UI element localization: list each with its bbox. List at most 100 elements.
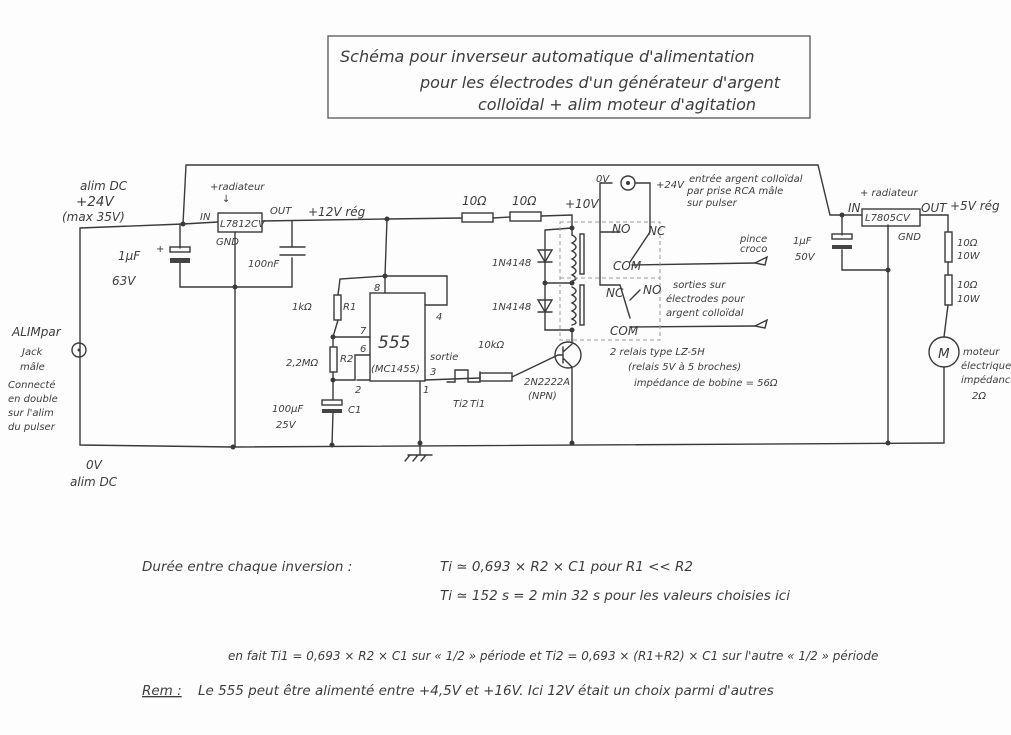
relay-type-label: 2 relais type LZ-5H	[610, 347, 705, 358]
ic-555-icon	[369, 292, 426, 382]
r-b-value: 10Ω	[512, 194, 537, 208]
r2-name: R2	[340, 354, 353, 365]
ic-ref: (MC1455)	[371, 364, 420, 375]
radiator-label-2: + radiateur	[860, 188, 918, 199]
rca-connector-icon	[620, 175, 636, 191]
resistor-10ohm-b-icon	[509, 211, 542, 222]
cap1-plus: +	[156, 244, 164, 255]
capacitor-1uF-63V-icon	[169, 246, 191, 263]
supply-label-3: (max 35V)	[62, 210, 125, 224]
rb-value: 10kΩ	[478, 340, 505, 351]
motor-icon	[928, 336, 960, 368]
ov-label-2: alim DC	[70, 475, 118, 489]
junction-dots	[180, 212, 891, 450]
cap2-value: 100nF	[248, 259, 279, 270]
jack-label-2: mâle	[20, 361, 45, 373]
c1-name: C1	[348, 405, 361, 416]
diode-1-icon	[536, 249, 554, 264]
ov-relay-label: 0V	[596, 174, 610, 185]
r1-name: R1	[343, 302, 356, 313]
jack-connector-icon	[71, 342, 87, 358]
jack-label-1: Jack	[20, 347, 44, 358]
regulator-l7812cv-icon	[217, 212, 263, 233]
relay2-nc: NC	[606, 286, 624, 300]
v5-label: +5V rég	[950, 199, 1000, 213]
regulator-2-in: IN	[848, 201, 861, 215]
resistor-10k-icon	[479, 372, 513, 382]
title-box	[327, 35, 811, 119]
motor-label-2: électrique	[961, 360, 1011, 372]
regulator-l7805cv-icon	[861, 208, 921, 227]
outputs-label-2: électrodes pour	[666, 293, 745, 305]
transistor-label: 2N2222A	[524, 377, 570, 388]
res2-value: 10Ω	[957, 280, 978, 291]
relay-enclosure	[559, 221, 661, 341]
regulator-1-name: L7812CV	[220, 219, 266, 230]
ic-name: 555	[378, 333, 410, 353]
pin-7: 7	[360, 326, 367, 337]
regulator-2-name: L7805CV	[865, 213, 911, 224]
remark-text: Le 555 peut être alimenté entre +4,5V et…	[198, 683, 774, 699]
ov-label-1: 0V	[86, 458, 103, 472]
ground-icon	[404, 442, 433, 462]
relay1-no: NO	[612, 222, 630, 236]
duration-label: Durée entre chaque inversion :	[142, 559, 352, 575]
remark-label: Rem :	[142, 683, 182, 699]
cap1-value: 1µF	[118, 249, 141, 263]
pin-1: 1	[423, 385, 429, 396]
regulator-1-in: IN	[200, 212, 211, 223]
cap3-value: 1µF	[793, 236, 812, 247]
cap3-voltage: 50V	[795, 252, 816, 263]
v24-label: +24V	[656, 180, 685, 191]
relay-impedance-label: impédance de bobine = 56Ω	[634, 377, 778, 389]
motor-label-4: 2Ω	[972, 391, 986, 402]
title-line-2: pour les électrodes d'un générateur d'ar…	[419, 73, 781, 92]
regulator-2-out: OUT	[921, 201, 948, 215]
v12-label: +12V rég	[308, 205, 366, 219]
resistor-r1-icon	[333, 294, 342, 321]
resistor-10ohm-a-icon	[461, 212, 494, 223]
regulator-1-gnd: GND	[216, 237, 239, 248]
pin-6: 6	[360, 344, 366, 355]
relay1-nc: NC	[648, 224, 666, 238]
r1-value: 1kΩ	[292, 302, 312, 313]
res1-value: 10Ω	[957, 238, 978, 249]
res2-power: 10W	[957, 294, 981, 305]
r-a-value: 10Ω	[462, 194, 487, 208]
input-label-2: par prise RCA mâle	[686, 185, 783, 197]
pin-4: 4	[436, 312, 442, 323]
relay-spec-label: (relais 5V à 5 broches)	[628, 361, 741, 373]
regulator-1-out: OUT	[270, 206, 292, 217]
title-line-3: colloïdal + alim moteur d'agitation	[478, 95, 756, 114]
npn-transistor-icon	[554, 341, 582, 369]
outputs-label-3: argent colloïdal	[666, 308, 744, 319]
output-label: sortie	[430, 352, 458, 363]
c1-value: 100µF	[272, 404, 303, 415]
jack-label-6: du pulser	[8, 422, 56, 433]
jack-label-4: en double	[8, 394, 58, 405]
clip-label-2: croco	[740, 244, 767, 255]
relay-coil-1-icon	[570, 233, 585, 282]
supply-label-2: +24V	[76, 194, 115, 210]
jack-label-5: sur l'alim	[8, 408, 54, 419]
relay-coil-2-icon	[570, 284, 585, 326]
capacitor-100nF-icon	[279, 246, 306, 256]
formula-2: Ti ≃ 152 s = 2 min 32 s pour les valeurs…	[440, 588, 790, 604]
pin-2: 2	[355, 385, 361, 396]
resistor-r2-icon	[329, 346, 338, 373]
motor-label-3: impédance	[961, 374, 1011, 386]
jack-label-3: Connecté	[8, 379, 56, 391]
resistor-10ohm-10w-a-icon	[944, 231, 953, 263]
diode-2-label: 1N4148	[492, 302, 531, 313]
supply-label-1: alim DC	[80, 179, 128, 193]
formula-1: Ti ≃ 0,693 × R2 × C1 pour R1 << R2	[440, 559, 693, 575]
square-wave-icon	[446, 369, 481, 383]
clip-label-1: pince	[739, 234, 767, 245]
arrow-down-icon: ↓	[222, 194, 230, 205]
motor-symbol: M	[938, 346, 950, 362]
diode-2-icon	[536, 299, 554, 314]
radiator-label-1: +radiateur	[210, 182, 265, 193]
outputs-label-1: sorties sur	[673, 280, 726, 291]
